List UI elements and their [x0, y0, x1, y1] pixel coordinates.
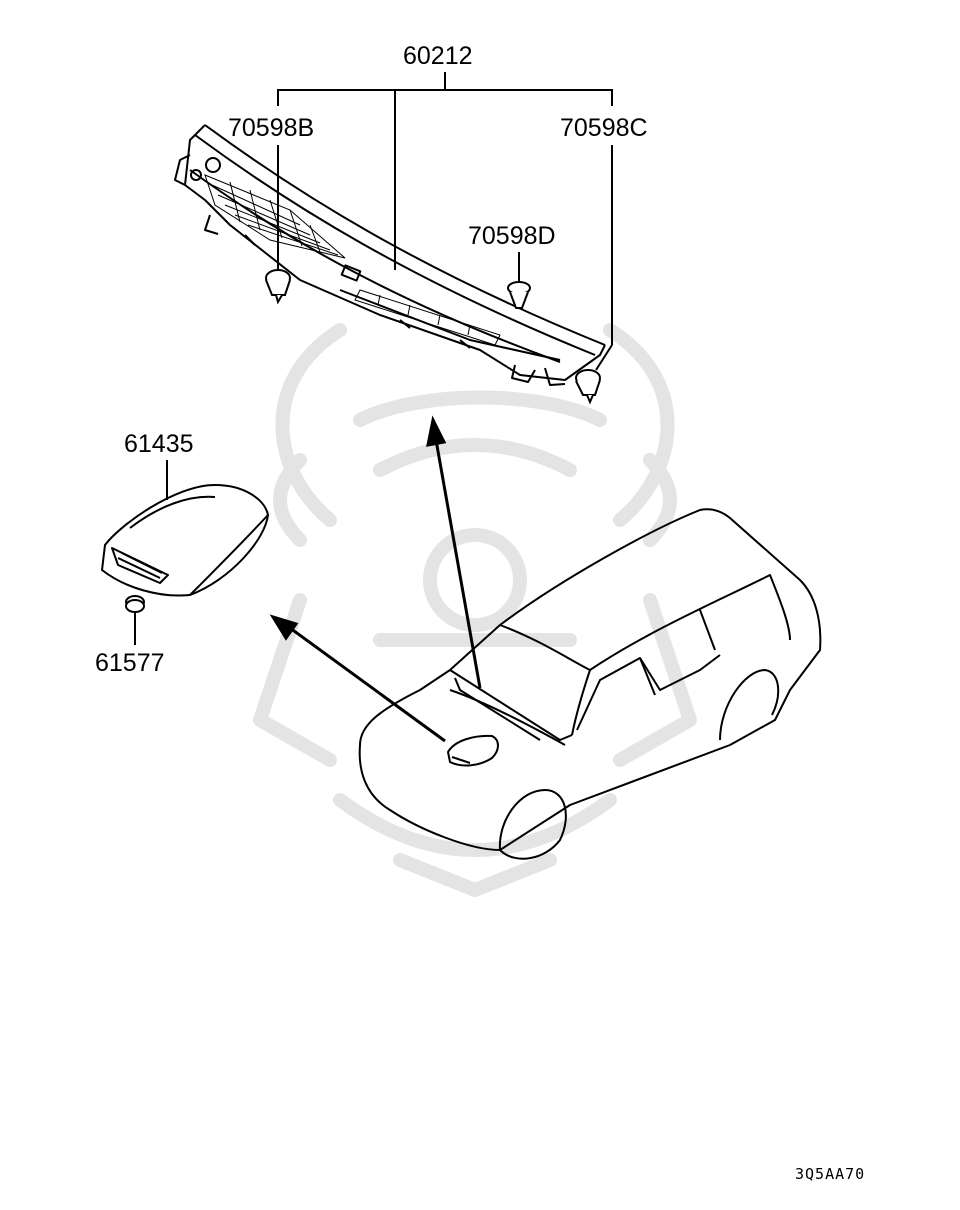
label-grommet: 61577 [95, 649, 165, 677]
cowl-vent-mesh [204, 174, 501, 346]
watermark-emblem [253, 323, 697, 897]
clip-70598d [507, 281, 531, 309]
hood-scoop [101, 484, 269, 597]
clip-70598b [265, 269, 291, 305]
cowl-top-panel [174, 124, 606, 386]
arrows [269, 415, 482, 743]
arrow-to-cowl [434, 439, 482, 689]
clip-70598c [575, 369, 601, 405]
label-clip-d: 70598D [468, 222, 556, 250]
label-cowl-top-panel: 60212 [403, 42, 473, 70]
figure-code: 3Q5AA70 [795, 1165, 866, 1183]
leader-60212 [277, 89, 613, 106]
label-clip-b: 70598B [228, 114, 315, 142]
vehicle-outline [358, 508, 822, 860]
label-clip-c: 70598C [560, 114, 648, 142]
leader-lines [134, 72, 613, 645]
label-hood-scoop: 61435 [124, 430, 194, 458]
vehicle-hood-scoop [446, 734, 499, 767]
arrow-to-hood-scoop [289, 626, 446, 743]
grommet [125, 595, 145, 613]
